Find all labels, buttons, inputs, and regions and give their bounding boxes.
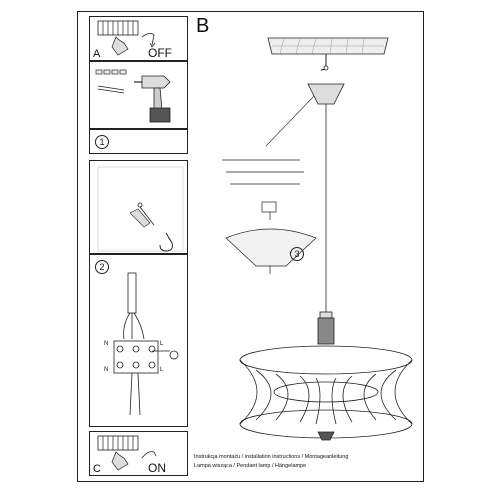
step-1-number: 1: [95, 135, 109, 149]
switch-state-off: OFF: [148, 46, 172, 60]
step-3-number: 3: [290, 247, 304, 261]
panel-c-letter: C: [93, 463, 101, 475]
terminal-block-wiring-diagram: [113, 272, 179, 416]
terminal-label-l-bottom: L: [160, 367, 164, 373]
panel-a-letter: A: [93, 48, 101, 60]
step-1-header: 1: [89, 129, 188, 154]
panel-tools: [89, 61, 188, 129]
panel-a-power-off: A OFF: [89, 16, 188, 61]
step-2-number: 2: [95, 260, 109, 274]
instruction-sheet-frame: [77, 11, 424, 482]
caption-line-2: Lampa wisząca / Pendant lamp / Hängelamp…: [194, 463, 307, 469]
terminal-label-l-top: L: [160, 341, 164, 347]
section-b-label: B: [196, 15, 210, 37]
fuse-box-icon-on: [97, 435, 157, 471]
fuse-box-icon: [97, 20, 156, 56]
terminal-label-n-top: N: [104, 341, 109, 347]
switch-state-on: ON: [148, 461, 166, 475]
ceiling-hook-illustration: [97, 166, 184, 252]
drill-and-screws-icon: [95, 69, 171, 123]
panel-step-2-wiring: 2 N L N L: [89, 254, 188, 427]
panel-step-1-hook: [89, 160, 188, 254]
terminal-label-n-bottom: N: [104, 367, 109, 373]
caption-line-1: Instrukcja montażu / installation instru…: [194, 454, 349, 460]
panel-c-power-on: C ON: [89, 431, 188, 476]
